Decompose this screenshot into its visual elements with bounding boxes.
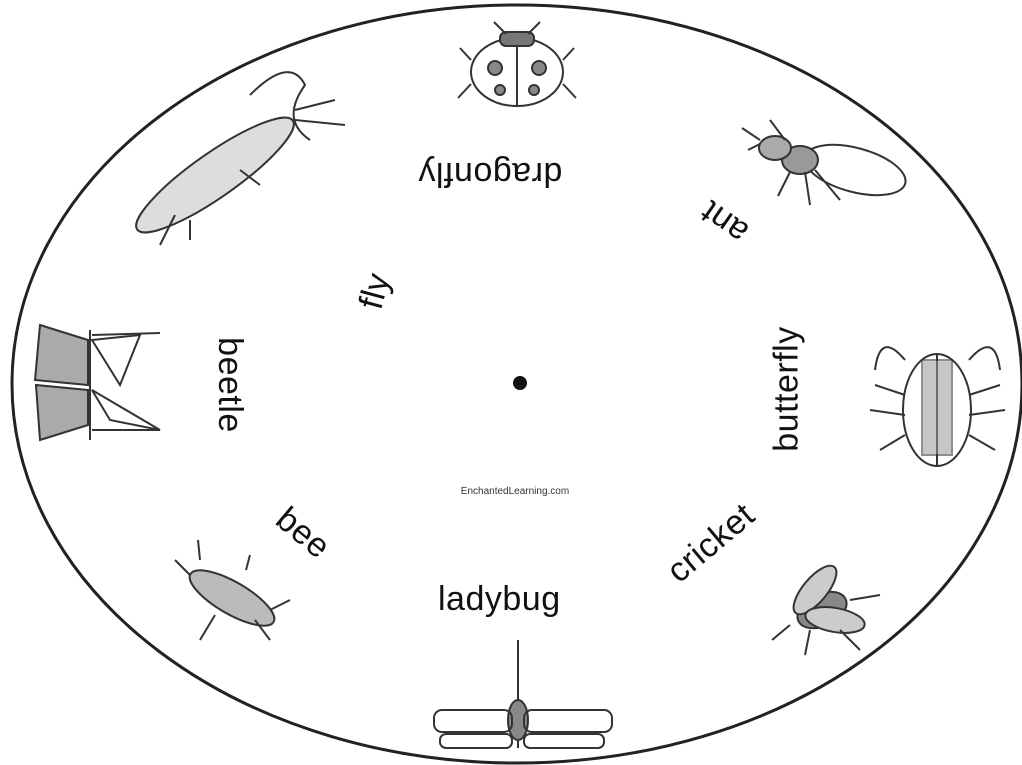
word-ladybug: ladybug	[438, 582, 561, 616]
word-dragonfly: dragonfly	[418, 157, 562, 191]
center-pin[interactable]	[513, 376, 527, 390]
word-butterfly: butterfly	[770, 326, 804, 451]
word-beetle: beetle	[213, 337, 247, 433]
credit-text: EnchantedLearning.com	[415, 486, 615, 497]
